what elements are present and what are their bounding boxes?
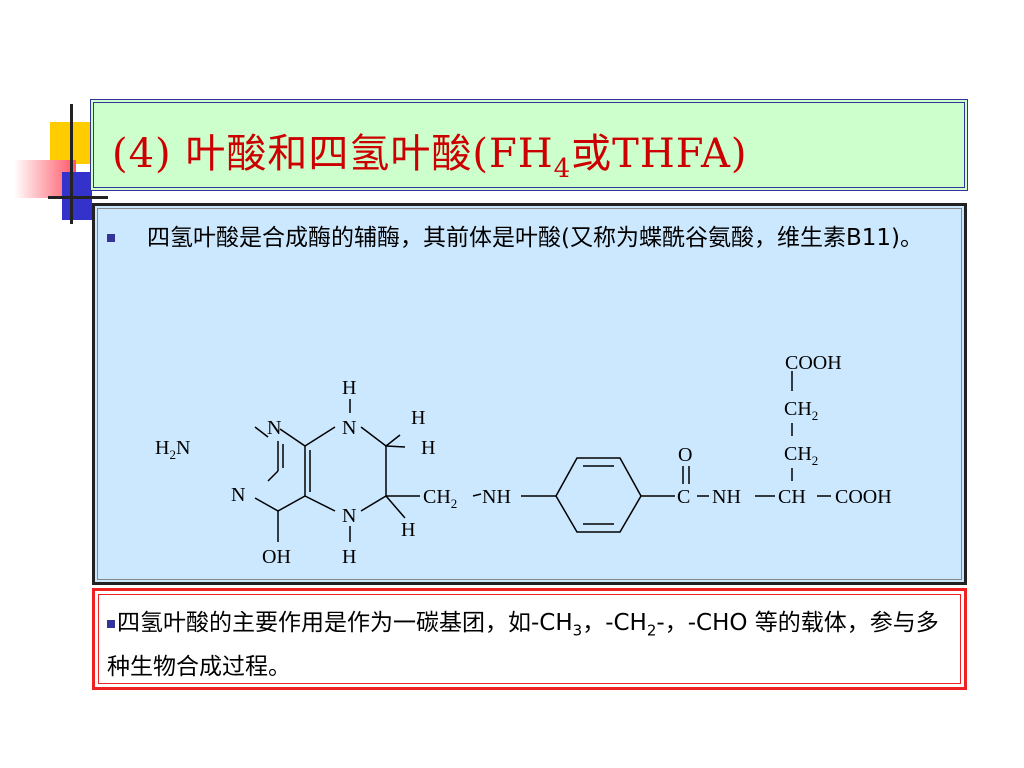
alpha-ch: CH [778,486,806,508]
bullet-paragraph-1: 四氢叶酸是合成酶的辅酶，其前体是叶酸(又称为蝶酰谷氨酸，维生素B11)。 [107,220,957,256]
atom-h-c6-top: H [411,407,425,429]
deco-horizontal-line [48,196,108,199]
atom-h-c6: H [421,437,435,459]
atom-n1: N [267,417,281,439]
note-box: 四氢叶酸的主要作用是作为一碳基团，如-CH3，-CH2-，-CHO 等的载体，参… [92,588,967,690]
bullet-1-text: 四氢叶酸是合成酶的辅酶，其前体是叶酸(又称为蝶酰谷氨酸，维生素B11)。 [147,225,923,251]
bullet-paragraph-2: 四氢叶酸的主要作用是作为一碳基团，如-CH3，-CH2-，-CHO 等的载体，参… [107,605,957,685]
bullet-square-icon [107,234,115,242]
bullet-2-sub-1: 3 [572,621,583,640]
amide-nh: NH [712,486,741,508]
amino-group: H2N [155,437,190,462]
pyrimidine-ring [254,426,311,542]
bullet-2-text-c: -，-CHO 等的载体，参与多种生物合成过程。 [107,610,939,680]
title-box: (4) 叶酸和四氢叶酸(FH4或THFA) [90,99,968,191]
atom-h-c7: H [401,519,415,541]
carbonyl-o: O [678,444,692,466]
atom-h-n8: H [342,546,356,568]
beta-ch2: CH2 [784,398,818,423]
gamma-ch2: CH2 [784,443,818,468]
amine-nh: NH [482,486,511,508]
thfa-structure-diagram: H2N N N OH H N N H H H H CH2 NH O C NH C… [155,352,892,568]
bullet-2-text-a: 四氢叶酸的主要作用是作为一碳基团，如-CH [117,610,573,636]
atom-n5: N [342,417,356,439]
atom-n8: N [342,505,356,527]
alpha-cooh: COOH [835,486,892,508]
slide-title: (4) 叶酸和四氢叶酸(FH4或THFA) [112,121,748,184]
atom-h-n5-top: H [342,377,356,399]
bullet-square-icon [107,620,115,628]
title-suffix: 或THFA) [571,131,748,177]
bullet-2-sub-2: 2 [646,621,657,640]
content-box: 四氢叶酸是合成酶的辅酶，其前体是叶酸(又称为蝶酰谷氨酸，维生素B11)。 [92,203,967,585]
carbonyl-c: C [677,486,690,508]
deco-vertical-line [70,104,73,224]
atom-n3: N [231,484,245,506]
hydroxyl-group: OH [262,546,291,568]
title-prefix: (4) 叶酸和四氢叶酸(FH [112,131,554,177]
benzene-ring [521,371,831,533]
bullet-2-text-b: ，-CH [582,610,647,636]
title-subscript: 4 [553,154,572,184]
gamma-cooh: COOH [785,352,842,374]
methylene-group: CH2 [423,486,457,511]
pyrazine-ring [304,399,482,542]
